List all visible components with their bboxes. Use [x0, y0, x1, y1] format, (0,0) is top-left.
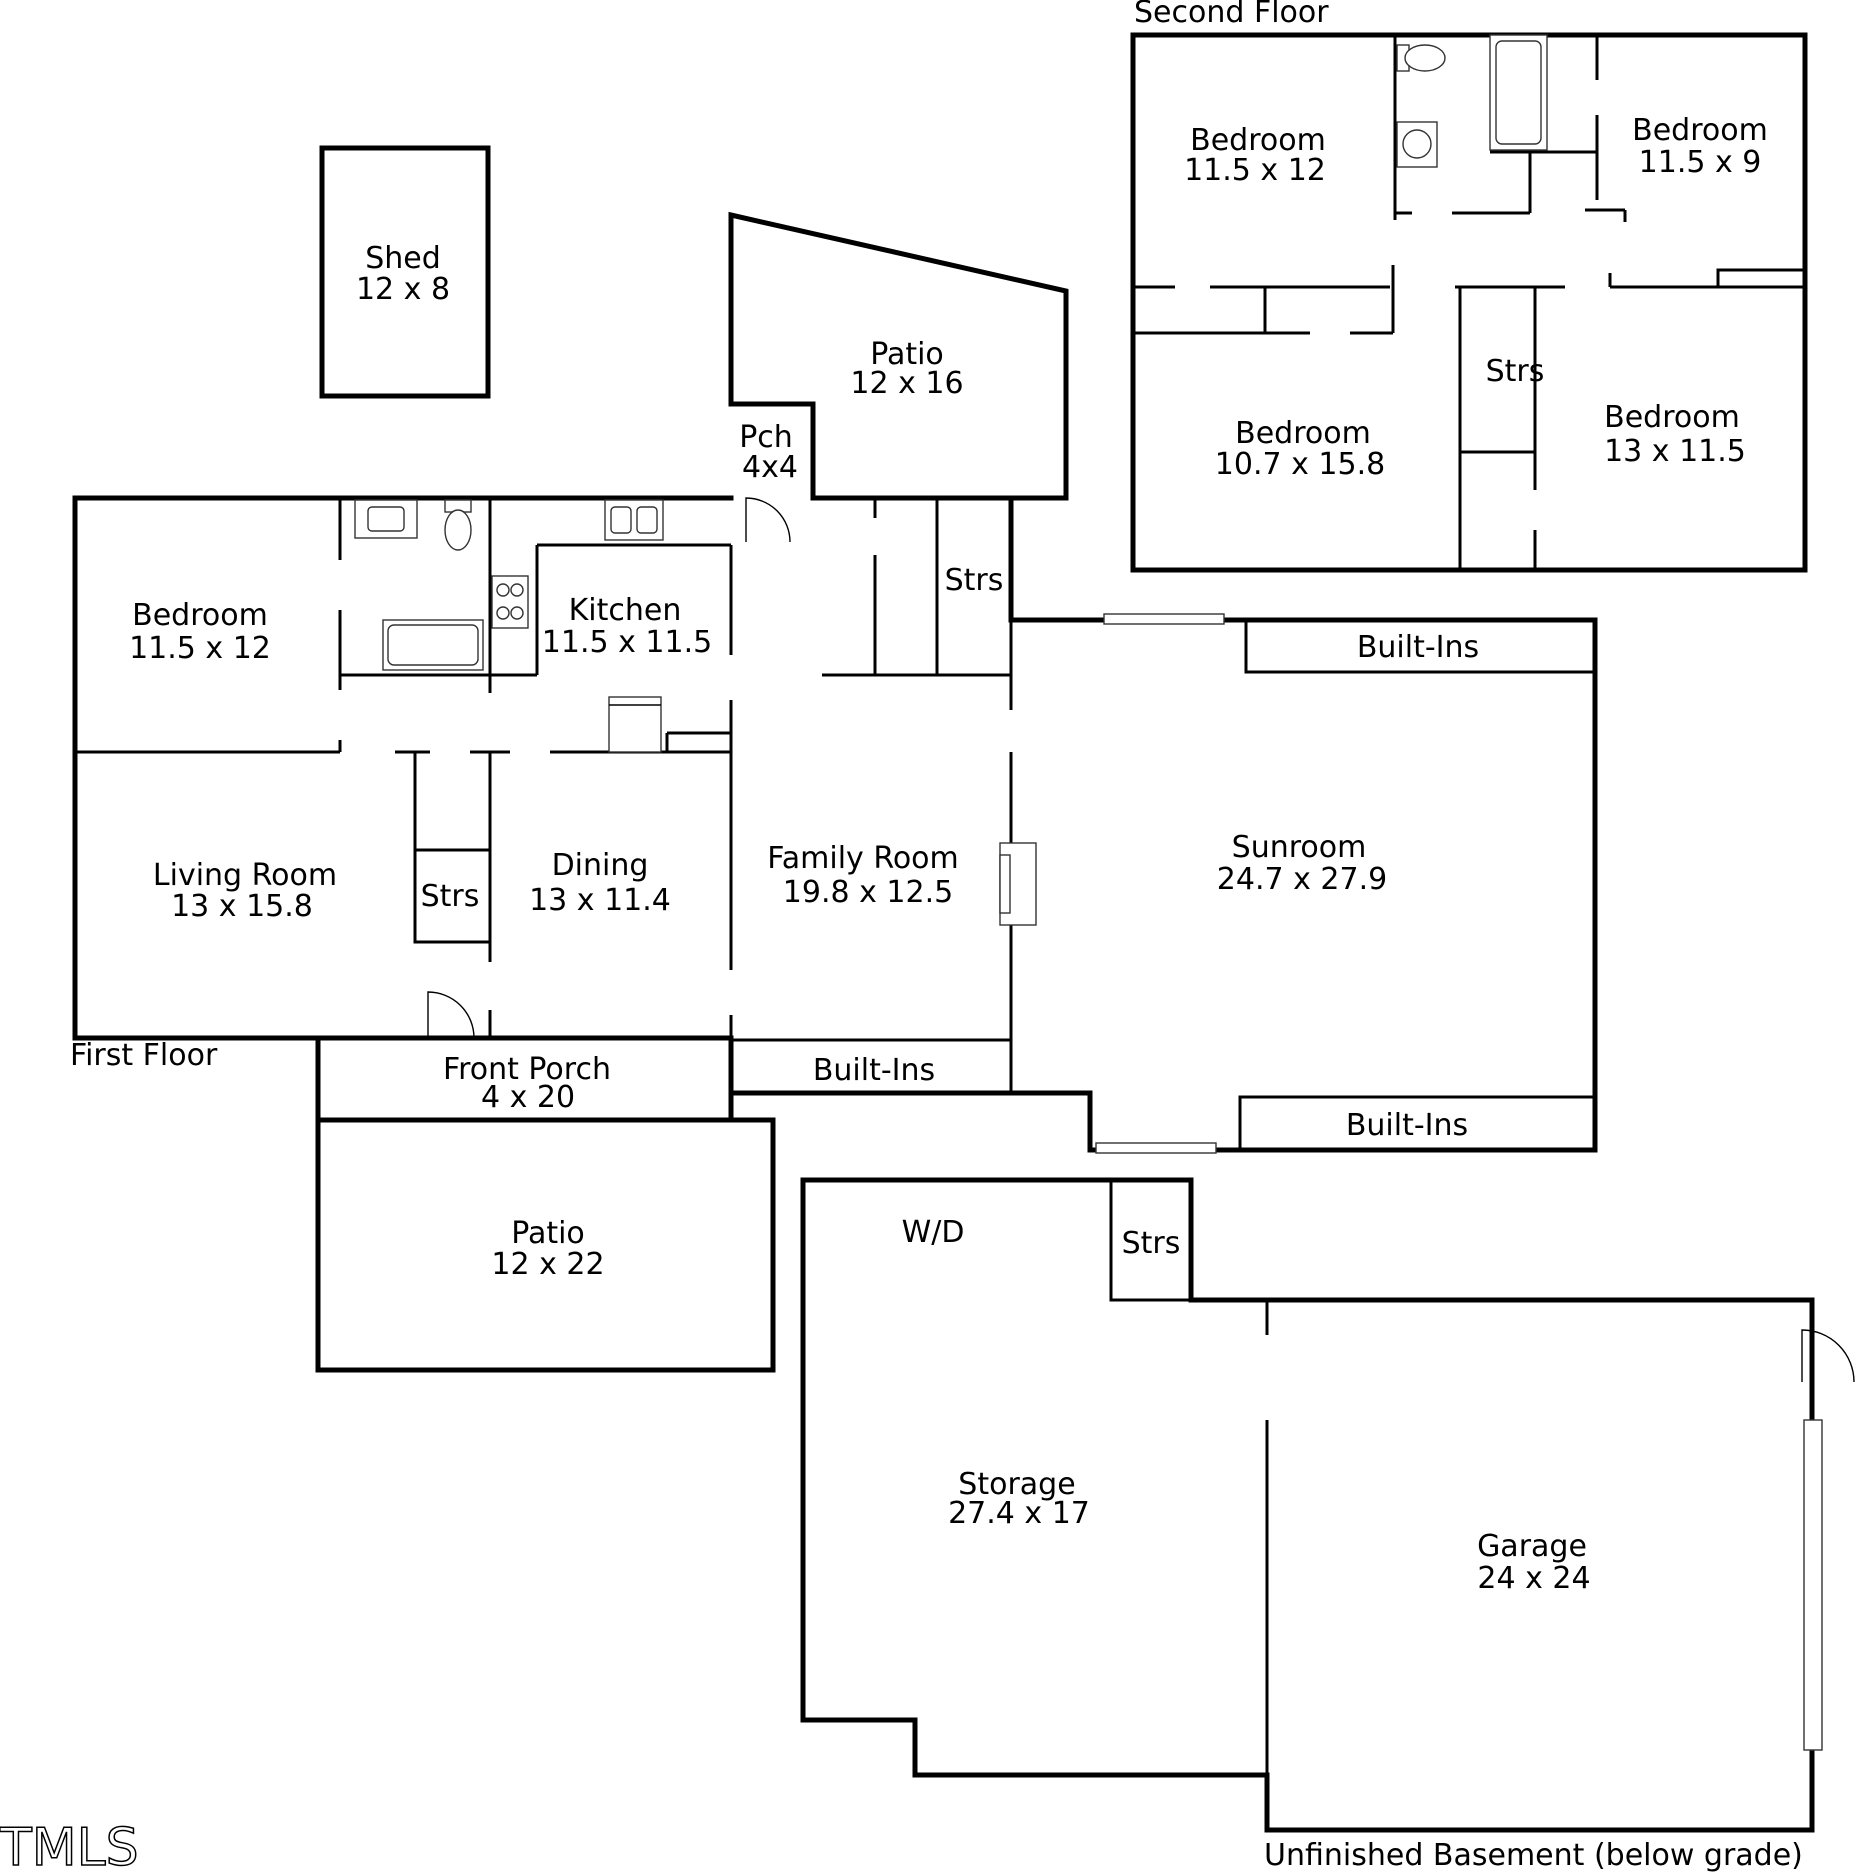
room-dims: 12 x 8: [356, 272, 450, 307]
room-name: Built-Ins: [1346, 1108, 1468, 1143]
room-name: Bedroom: [1632, 113, 1768, 148]
second-floor-outline: [1130, 32, 1808, 573]
room-name: Patio: [870, 337, 944, 372]
room-dims: 12 x 16: [850, 366, 963, 401]
watermark-logo: TMLS: [0, 1818, 139, 1872]
room-dims: 19.8 x 12.5: [783, 875, 953, 910]
room-name: Bedroom: [1235, 416, 1371, 451]
door-swing-icon: [427, 497, 1855, 1383]
room-dims: 10.7 x 15.8: [1215, 447, 1385, 482]
room-name: Strs: [1486, 354, 1545, 389]
room-dims: 24 x 24: [1477, 1561, 1590, 1596]
room-name: Strs: [1122, 1226, 1181, 1261]
room-dims: 4 x 20: [481, 1080, 575, 1115]
room-name: Patio: [511, 1216, 585, 1251]
room-name: Bedroom: [1604, 400, 1740, 435]
room-dims: 12 x 22: [491, 1247, 604, 1282]
toilet-icon: [444, 499, 472, 551]
first-floor-outline: [72, 495, 734, 1041]
second-floor-sink-icon: [1396, 121, 1438, 168]
refrigerator-icon: [608, 696, 662, 753]
second-floor-bathtub-icon: [1489, 34, 1548, 151]
room-name: Built-Ins: [813, 1053, 935, 1088]
room-dims: 11.5 x 12: [129, 631, 271, 666]
stairs-box: [413, 848, 492, 944]
basement-label: Unfinished Basement (below grade): [1264, 1838, 1803, 1872]
room-name: Bedroom: [132, 598, 268, 633]
room-name: Garage: [1477, 1529, 1587, 1564]
room-name: Shed: [365, 241, 441, 276]
stove-icon: [491, 575, 529, 629]
room-name: Sunroom: [1232, 830, 1367, 865]
room-dims: 11.5 x 9: [1639, 145, 1762, 180]
room-dims: 13 x 11.5: [1604, 434, 1746, 469]
small-porch-outline: [728, 401, 816, 501]
closet-shelf: [1716, 268, 1807, 289]
room-name: Front Porch: [443, 1052, 611, 1087]
first-floor-label: First Floor: [70, 1038, 218, 1073]
room-name: Living Room: [153, 858, 337, 893]
front-patio-outline: [315, 1117, 776, 1373]
room-name: Dining: [552, 848, 649, 883]
room-name: Strs: [421, 879, 480, 914]
room-name: Pch: [739, 420, 793, 455]
room-name: Storage: [958, 1467, 1075, 1502]
shed-outline: [319, 145, 491, 399]
room-name: Built-Ins: [1357, 630, 1479, 665]
room-dims: 13 x 15.8: [171, 889, 313, 924]
room-dims: 11.5 x 12: [1184, 153, 1326, 188]
sliding-door-icon: [1095, 613, 1823, 1751]
room-dims: 13 x 11.4: [529, 883, 671, 918]
room-dims: 27.4 x 17: [948, 1496, 1090, 1531]
room-dims: 24.7 x 27.9: [1217, 862, 1387, 897]
second-floor-label: Second Floor: [1134, 0, 1329, 30]
sink-icon: [354, 499, 418, 539]
builtins-top-box: [1244, 618, 1597, 674]
room-name: W/D: [902, 1215, 965, 1250]
room-dims: 11.5 x 11.5: [542, 625, 712, 660]
room-name: Family Room: [767, 841, 959, 876]
second-floor-toilet-icon: [1396, 44, 1446, 72]
basement-stairs-box: [1109, 1178, 1193, 1302]
double-sink-icon: [604, 499, 664, 541]
room-name: Strs: [945, 563, 1004, 598]
room-dims: 4x4: [742, 450, 798, 485]
fireplace-icon: [999, 842, 1037, 926]
builtins-bottom-box: [1238, 1095, 1597, 1152]
bathtub-icon: [382, 619, 484, 671]
room-name: Kitchen: [569, 593, 682, 628]
room-name: Bedroom: [1190, 123, 1326, 158]
